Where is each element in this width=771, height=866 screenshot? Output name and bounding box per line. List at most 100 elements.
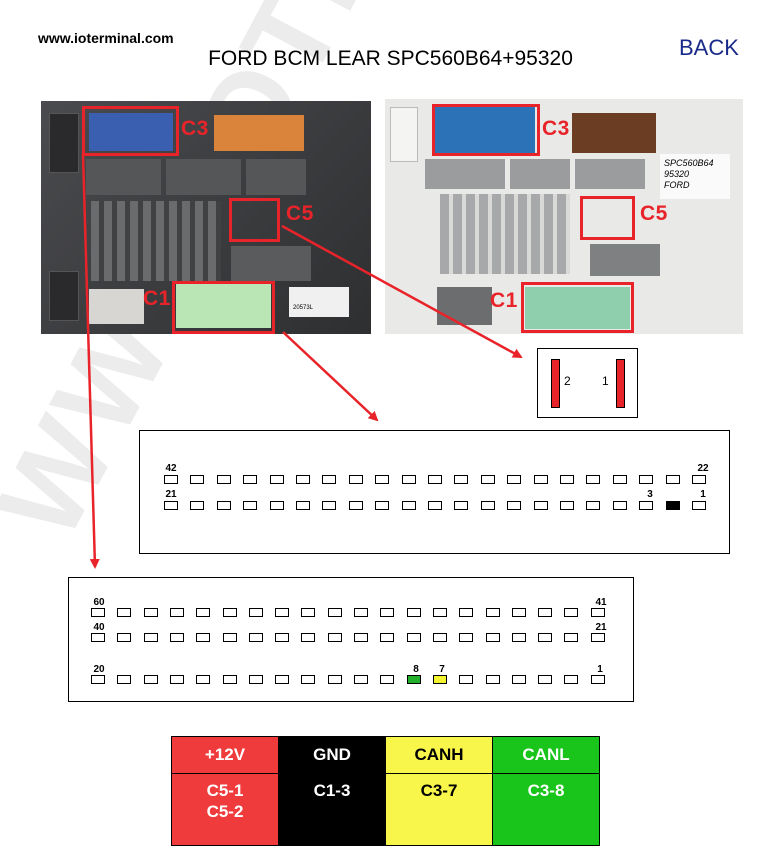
- c3-row3-pin: [91, 675, 105, 684]
- c3-row2-pin: [327, 633, 342, 642]
- c3-row1-pin: [459, 608, 474, 617]
- c3-row3-pin: [538, 675, 553, 684]
- c3-row2-pin: [275, 633, 290, 642]
- c1-label-22: 22: [697, 463, 709, 474]
- value-gnd: C1-3: [278, 773, 386, 846]
- c1-top-pin: [507, 475, 522, 484]
- c3-row3-pin: [143, 675, 158, 684]
- value-canh-1: C3-7: [420, 781, 458, 800]
- c3-row1-pin: [354, 608, 368, 617]
- c3-row2-pin: [459, 633, 474, 642]
- c1-bottom-pin: [322, 501, 337, 510]
- c3-row1-pin: [275, 608, 290, 617]
- value-12v-1: C5-1: [206, 781, 244, 800]
- c3-row1-pin: [143, 608, 158, 617]
- c1-bottom-pin: [665, 501, 680, 510]
- c5-highlight-2: [580, 196, 635, 240]
- c3-row2-pin: [143, 633, 158, 642]
- c1-top-pin: [243, 475, 258, 484]
- c3-row2-pin: [196, 633, 211, 642]
- site-url[interactable]: www.ioterminal.com: [38, 30, 174, 46]
- c3-row2-pin: [485, 633, 500, 642]
- c1-label: C1: [143, 287, 171, 310]
- c3-row3-pin: [354, 675, 368, 684]
- c5-pin-1-label: 1: [602, 374, 609, 388]
- c1-top-pin: [401, 475, 416, 484]
- c3-row2-pin: [117, 633, 132, 642]
- c1-highlight: [172, 281, 275, 334]
- value-12v: C5-1 C5-2: [171, 773, 279, 846]
- value-canl-1: C3-8: [527, 781, 565, 800]
- c3-row1-pin: [248, 608, 263, 617]
- c1-bottom-pin: [560, 501, 574, 510]
- c1-bottom-pin: [428, 501, 442, 510]
- c3-label-60: 60: [93, 597, 105, 608]
- c5-label: C5: [286, 202, 314, 225]
- c1-top-pin: [190, 475, 205, 484]
- c3-row3-pin: [432, 675, 447, 684]
- c3-row1-pin: [564, 608, 579, 617]
- c3-row2-pin: [432, 633, 447, 642]
- c1-bottom-pin: [480, 501, 495, 510]
- c3-row1-pin: [301, 608, 316, 617]
- c1-top-pin: [322, 475, 337, 484]
- c3-row3-pin: [564, 675, 579, 684]
- c1-top-pin: [665, 475, 680, 484]
- c3-row3-pin: [380, 675, 395, 684]
- c1-top-pin: [692, 475, 706, 484]
- c3-highlight-2: [432, 104, 540, 156]
- c1-bottom-pin: [243, 501, 258, 510]
- c3-row1-pin: [590, 608, 605, 617]
- bcm-photo-dark: 20573L C3 C5 C1: [41, 101, 371, 334]
- c3-label-2: C3: [542, 117, 570, 140]
- c5-pin-2-label: 2: [564, 374, 571, 388]
- header-gnd: GND: [278, 736, 386, 774]
- c3-row3-pin: [222, 675, 237, 684]
- pinout-table: +12V GND CANH CANL C5-1 C5-2 C1-3 C3-7 C…: [171, 736, 600, 846]
- header-canh: CANH: [385, 736, 493, 774]
- c1-top-pin: [164, 475, 178, 484]
- c3-row1-pin: [327, 608, 342, 617]
- c1-bottom-pin: [269, 501, 284, 510]
- c1-top-pin: [269, 475, 284, 484]
- c3-label-8: 8: [413, 664, 419, 675]
- c1-top-pin: [348, 475, 363, 484]
- c3-row3-pin: [196, 675, 211, 684]
- c1-bottom-pin: [190, 501, 205, 510]
- c1-top-pin: [454, 475, 469, 484]
- value-12v-2: C5-2: [206, 802, 244, 821]
- c1-label-1: 1: [700, 489, 706, 500]
- c3-row3-pin: [117, 675, 132, 684]
- c1-label-2: C1: [490, 289, 518, 312]
- c3-row1-pin: [222, 608, 237, 617]
- c3-label-21: 21: [595, 622, 607, 633]
- c1-top-pin: [296, 475, 310, 484]
- c1-label-42: 42: [165, 463, 177, 474]
- c1-top-pin: [375, 475, 390, 484]
- c3-row1-pin: [91, 608, 105, 617]
- c3-row2-pin: [590, 633, 605, 642]
- c3-row3-pin: [406, 675, 421, 684]
- back-link[interactable]: BACK: [679, 35, 739, 60]
- c3-row1-pin: [538, 608, 553, 617]
- bcm-photo-light: SPC560B64 95320 FORD C3 C5 C1: [385, 99, 743, 334]
- c3-row3-pin: [301, 675, 316, 684]
- c3-row2-pin: [222, 633, 237, 642]
- header-canl: CANL: [492, 736, 600, 774]
- c3-label-7: 7: [439, 664, 445, 675]
- c1-top-pin: [560, 475, 574, 484]
- c5-label-2: C5: [640, 202, 668, 225]
- c3-row2-pin: [301, 633, 316, 642]
- c5-diagram: 2 1: [537, 348, 638, 418]
- value-canl: C3-8: [492, 773, 600, 846]
- c1-top-pin: [639, 475, 654, 484]
- c3-row2-pin: [406, 633, 421, 642]
- c1-bottom-pin: [692, 501, 706, 510]
- c3-row3-pin: [485, 675, 500, 684]
- c3-label-40: 40: [93, 622, 105, 633]
- c3-row1-pin: [432, 608, 447, 617]
- c1-bottom-pin: [586, 501, 601, 510]
- c3-row2-pin: [354, 633, 368, 642]
- c3-row1-pin: [380, 608, 395, 617]
- header-12v: +12V: [171, 736, 279, 774]
